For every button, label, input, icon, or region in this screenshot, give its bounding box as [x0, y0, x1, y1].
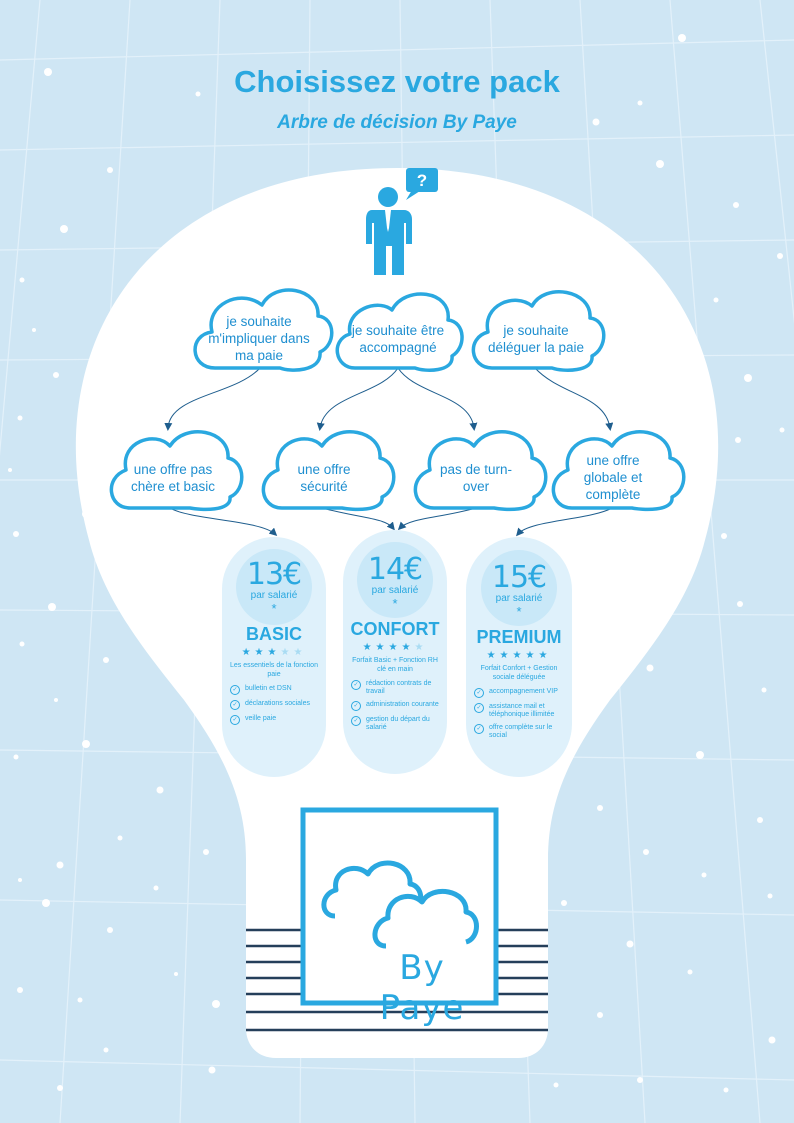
pack-asterisk: *: [392, 596, 398, 611]
pack-price: 14€: [367, 552, 423, 587]
feature-label: veille paie: [245, 715, 277, 722]
criteria-cloud-2: [261, 430, 396, 512]
question-bubble-text: ?: [416, 171, 428, 190]
choice-label-1: je souhaite m'impliquer dans ma paie: [208, 313, 310, 363]
star-icon: ★: [362, 642, 376, 653]
feature-item: ✓ gestion du départ du salarié: [351, 716, 447, 732]
cloud-logo-icon: [321, 860, 479, 949]
feature-item: ✓ accompagnement VIP: [474, 688, 572, 698]
pack-premium: 15€ par salarié * PREMIUM ★★★★★ Forfait …: [466, 560, 572, 745]
pack-name: BASIC: [245, 624, 302, 644]
feature-label: rédaction contrats de travail: [366, 680, 432, 695]
pack-rating: ★★★★★: [343, 642, 447, 653]
pack-confort: 14€ par salarié * CONFORT ★★★★★ Forfait …: [343, 552, 447, 737]
brand-name: By Paye: [379, 948, 465, 1028]
feature-item: ✓ administration courante: [351, 701, 447, 711]
star-icon: ★: [280, 647, 294, 658]
choice-cloud-3: [471, 290, 606, 372]
check-circle-icon: ✓: [351, 716, 361, 726]
star-icon: ★: [388, 642, 402, 653]
feature-item: ✓ rédaction contrats de travail: [351, 680, 447, 696]
star-icon: ★: [525, 650, 539, 661]
criteria-cloud-1: [109, 430, 244, 512]
choice-label-2: je souhaite être accompagné: [351, 323, 445, 355]
feature-item: ✓ déclarations sociales: [230, 700, 326, 710]
star-icon: ★: [538, 650, 552, 661]
pack-name: CONFORT: [350, 619, 440, 639]
check-circle-icon: ✓: [474, 724, 484, 734]
check-circle-icon: ✓: [230, 685, 240, 695]
feature-label: administration courante: [366, 701, 439, 708]
criteria-label-1: une offre pas chère et basic: [130, 462, 216, 494]
pack-description: Les essentiels de la fonction paie: [230, 662, 318, 678]
criteria-label-3: pas de turn-over: [439, 462, 513, 494]
pack-description: Forfait Basic + Fonction RH clé en main: [352, 657, 438, 673]
pack-asterisk: *: [271, 601, 277, 616]
choice-label-3: je souhaite déléguer la paie: [487, 323, 585, 355]
star-icon: ★: [267, 647, 281, 658]
check-circle-icon: ✓: [230, 700, 240, 710]
feature-label: gestion du départ du salarié: [366, 716, 430, 731]
price-circle-premium: [481, 550, 557, 626]
pack-price: 15€: [491, 560, 547, 595]
pack-description: Forfait Confort + Gestion sociale délégu…: [480, 665, 558, 681]
check-circle-icon: ✓: [351, 680, 361, 690]
choice-cloud-2: [335, 292, 464, 372]
star-icon: ★: [512, 650, 526, 661]
choice-cloud-1: [193, 288, 334, 372]
decision-connectors: [164, 367, 614, 537]
star-icon: ★: [414, 642, 428, 653]
check-circle-icon: ✓: [474, 688, 484, 698]
page-subtitle: Arbre de décision By Paye: [277, 112, 517, 133]
criteria-label-2: une offre sécurité: [297, 462, 351, 494]
pack-asterisk: *: [516, 604, 522, 619]
criteria-label-4: une offre globale et complète: [583, 452, 643, 502]
price-circle-confort: [357, 542, 433, 618]
feature-item: ✓ bulletin et DSN: [230, 685, 326, 695]
pack-price-unit: par salarié: [250, 590, 298, 601]
pack-price-unit: par salarié: [371, 585, 419, 596]
feature-item: ✓ offre complète sur le social: [474, 724, 572, 740]
criteria-cloud-4: [551, 430, 686, 512]
pack-name: PREMIUM: [476, 627, 562, 647]
check-circle-icon: ✓: [351, 701, 361, 711]
feature-label: déclarations sociales: [245, 700, 310, 707]
check-circle-icon: ✓: [474, 703, 484, 713]
feature-label: offre complète sur le social: [489, 724, 553, 739]
feature-item: ✓ assistance mail et téléphonique illimit…: [474, 703, 572, 719]
pack-features: ✓ rédaction contrats de travail ✓ administr…: [343, 680, 447, 732]
star-icon: ★: [241, 647, 255, 658]
person-question-icon: [366, 168, 438, 275]
page-title: Choisissez votre pack: [234, 64, 560, 99]
pack-price: 13€: [246, 557, 302, 592]
pack-basic: 13€ par salarié * BASIC ★★★★★ Les essent…: [222, 557, 326, 730]
feature-label: assistance mail et téléphonique illimité…: [489, 703, 555, 718]
pack-features: ✓ bulletin et DSN ✓ déclarations sociales ✓ v…: [222, 685, 326, 725]
pack-price-unit: par salarié: [495, 593, 543, 604]
star-icon: ★: [293, 647, 307, 658]
pack-features: ✓ accompagnement VIP ✓ assistance mail et t…: [466, 688, 572, 740]
star-icon: ★: [486, 650, 500, 661]
star-icon: ★: [375, 642, 389, 653]
feature-label: accompagnement VIP: [489, 688, 558, 695]
price-circle-basic: [236, 549, 312, 625]
star-icon: ★: [254, 647, 268, 658]
star-icon: ★: [499, 650, 513, 661]
pack-rating: ★★★★★: [466, 650, 572, 661]
feature-item: ✓ veille paie: [230, 715, 326, 725]
criteria-cloud-3: [413, 430, 548, 512]
check-circle-icon: ✓: [230, 715, 240, 725]
pack-rating: ★★★★★: [222, 647, 326, 658]
star-icon: ★: [401, 642, 415, 653]
background-stars: [8, 34, 785, 1093]
feature-label: bulletin et DSN: [245, 685, 292, 692]
